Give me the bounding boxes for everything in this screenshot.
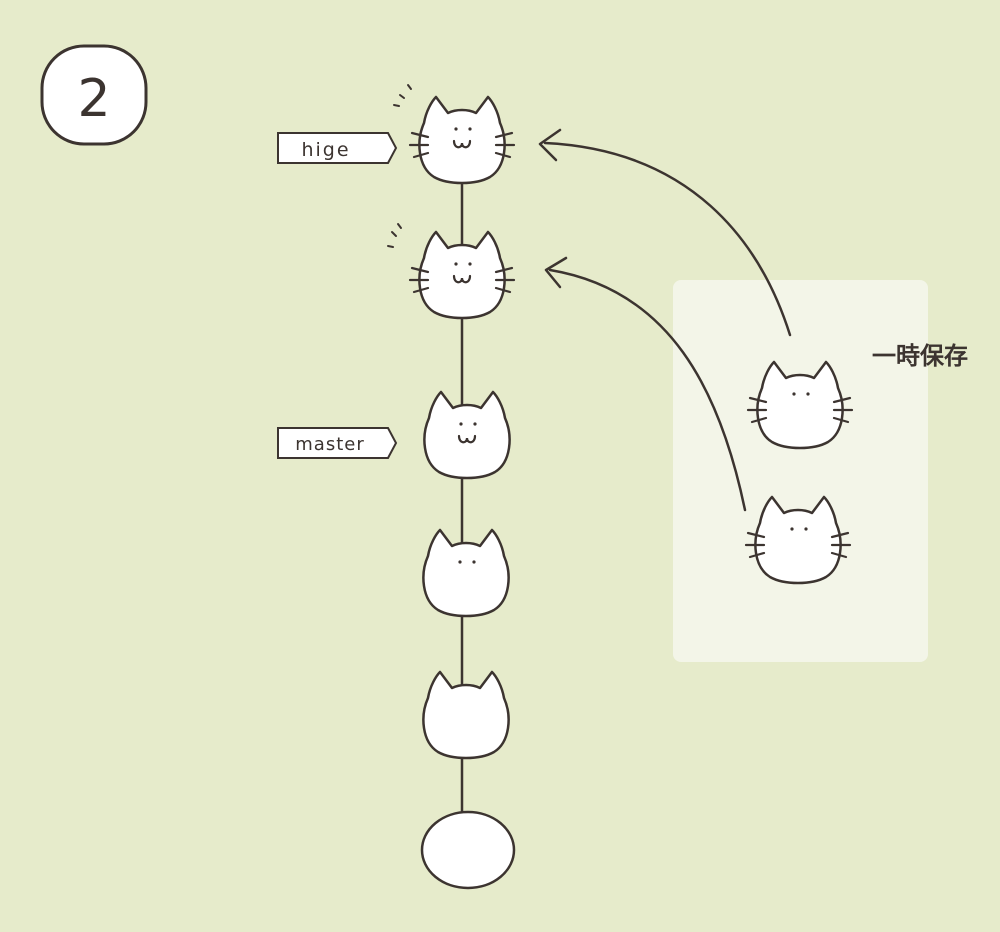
branch-label-hige: hige	[301, 139, 350, 161]
commit-node-master-head	[423, 390, 511, 480]
commit-node-root	[420, 810, 516, 890]
stash-apply-arrow-2	[544, 256, 747, 512]
branch-tag-hige: hige	[277, 132, 398, 164]
branch-tag-master: master	[277, 427, 398, 459]
branch-label-master: master	[295, 434, 364, 455]
stash-panel	[673, 280, 928, 662]
commit-node-5	[422, 670, 510, 760]
commit-node-2	[408, 230, 516, 320]
step-number: 2	[77, 69, 110, 129]
commit-node-hige-head	[408, 95, 516, 185]
step-badge: 2	[40, 44, 148, 146]
new-commit-sparkle	[393, 84, 412, 107]
stash-apply-arrow-1	[538, 128, 792, 337]
commit-node-4	[422, 528, 510, 618]
new-commit-sparkle	[387, 223, 402, 248]
stash-label: 一時保存	[872, 342, 968, 370]
